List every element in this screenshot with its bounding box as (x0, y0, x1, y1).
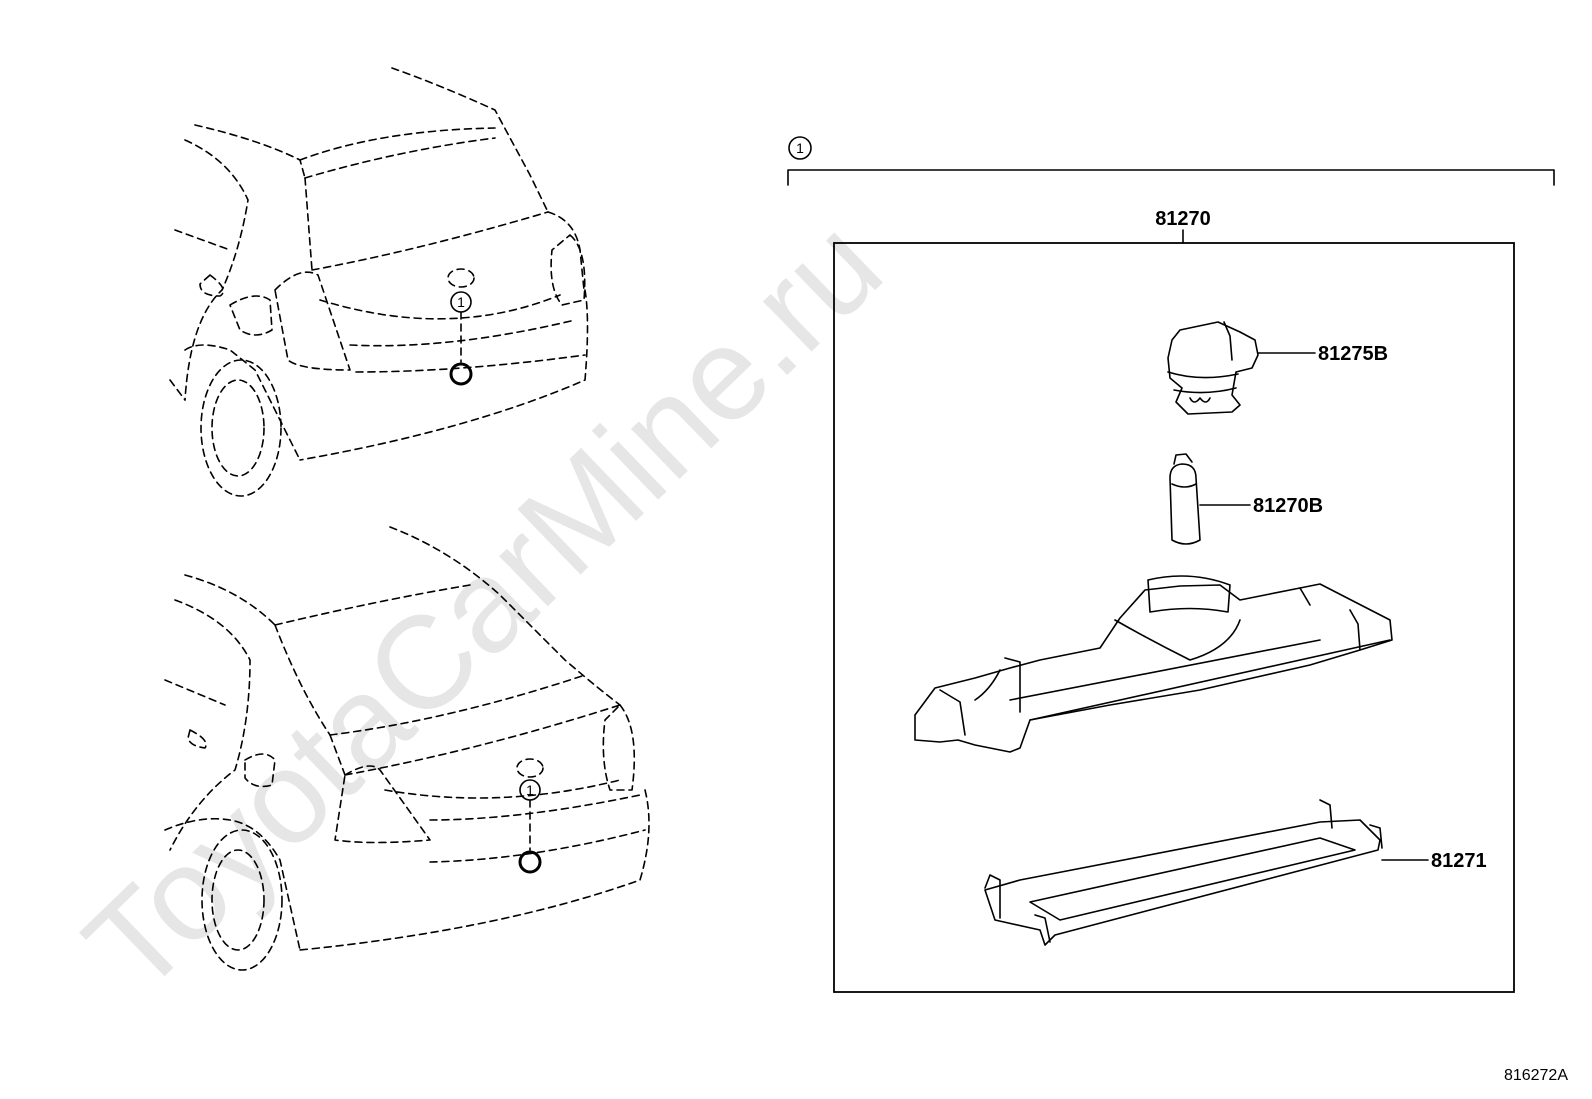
callout-number: 1 (526, 782, 534, 798)
license-lamp-location-top (449, 362, 473, 386)
wedge-bulb-part (1169, 453, 1201, 545)
assembly-part-number: 81270 (1155, 208, 1211, 230)
lamp-lens-part (984, 799, 1383, 946)
lamp-housing-part (914, 575, 1393, 753)
watermark-text: ToyotaCarMine.ru (57, 191, 908, 1020)
bracket-callout-number: 1 (796, 140, 804, 156)
callout-marker-top: 1 (450, 291, 472, 313)
diagram-reference-code: 816272A (1504, 1067, 1568, 1084)
assembly-frame (833, 242, 1515, 993)
part-label-81271: 81271 (1431, 850, 1487, 872)
part-label-81270B: 81270B (1253, 495, 1323, 517)
callout-marker-bottom: 1 (519, 779, 541, 801)
callout-number: 1 (457, 294, 465, 310)
bulb-socket-part (1167, 321, 1259, 415)
assembly-bracket: 1 (787, 136, 1555, 186)
sedan-rear-view (164, 526, 650, 971)
license-lamp-location-bottom (518, 850, 542, 874)
part-label-81275B: 81275B (1318, 343, 1388, 365)
hatchback-rear-view (169, 67, 589, 497)
